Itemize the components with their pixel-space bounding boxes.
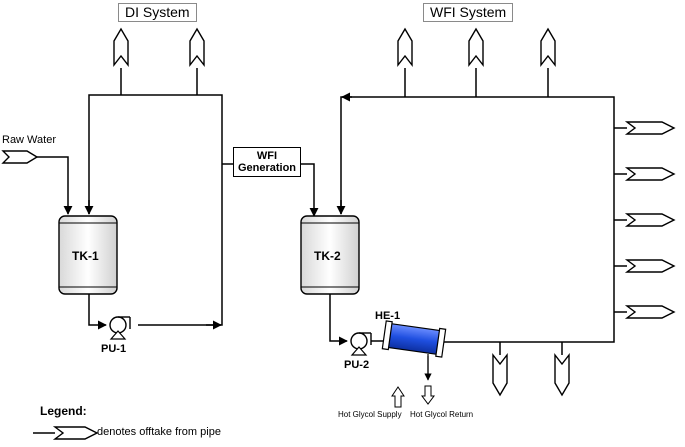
offtake-right-3 bbox=[614, 213, 676, 227]
hot-glycol-return-label: Hot Glycol Return bbox=[410, 410, 474, 419]
wfi-system bbox=[300, 27, 676, 408]
di-loop-piping bbox=[84, 94, 233, 326]
he1-label: HE-1 bbox=[375, 310, 401, 322]
offtake-up-wfi-1 bbox=[397, 27, 413, 97]
pu1-label: PU-1 bbox=[101, 343, 127, 355]
pump-pu1 bbox=[109, 316, 131, 340]
wfi-generation-line2: Generation bbox=[237, 162, 297, 174]
offtake-down-1 bbox=[492, 342, 508, 397]
wfi-generation-box: WFI Generation bbox=[233, 147, 301, 177]
di-system bbox=[1, 27, 319, 340]
heat-exchanger-he1 bbox=[381, 320, 447, 358]
pu2-label: PU-2 bbox=[344, 359, 370, 371]
offtake-right-4 bbox=[614, 259, 676, 273]
hot-glycol-supply-label: Hot Glycol Supply bbox=[338, 410, 402, 419]
offtake-down-2 bbox=[554, 342, 570, 397]
hot-glycol-supply-arrow bbox=[391, 386, 405, 408]
legend-title: Legend: bbox=[40, 404, 87, 418]
offtake-up-di-2 bbox=[189, 27, 205, 95]
legend-offtake-text: denotes offtake from pipe bbox=[97, 426, 221, 438]
tank-tk1 bbox=[58, 215, 118, 295]
offtake-up-di-1 bbox=[113, 27, 129, 95]
raw-water-label: Raw Water bbox=[2, 134, 56, 146]
di-system-title: DI System bbox=[118, 3, 197, 22]
offtake-up-wfi-2 bbox=[468, 27, 484, 97]
offtake-right-1 bbox=[614, 121, 676, 135]
offtake-up-wfi-3 bbox=[540, 27, 556, 97]
offtake-right-5 bbox=[614, 305, 676, 319]
wfi-generation-line1: WFI bbox=[256, 150, 278, 162]
tk1-label: TK-1 bbox=[72, 249, 99, 263]
wfi-loop-piping bbox=[340, 96, 615, 343]
pump-pu2 bbox=[350, 332, 372, 356]
offtake-right-2 bbox=[614, 167, 676, 181]
raw-water-inlet bbox=[1, 150, 73, 215]
legend-offtake-symbol bbox=[33, 426, 99, 440]
tank-tk2 bbox=[300, 215, 360, 295]
tk2-label: TK-2 bbox=[314, 249, 341, 263]
wfi-system-title: WFI System bbox=[423, 3, 514, 22]
